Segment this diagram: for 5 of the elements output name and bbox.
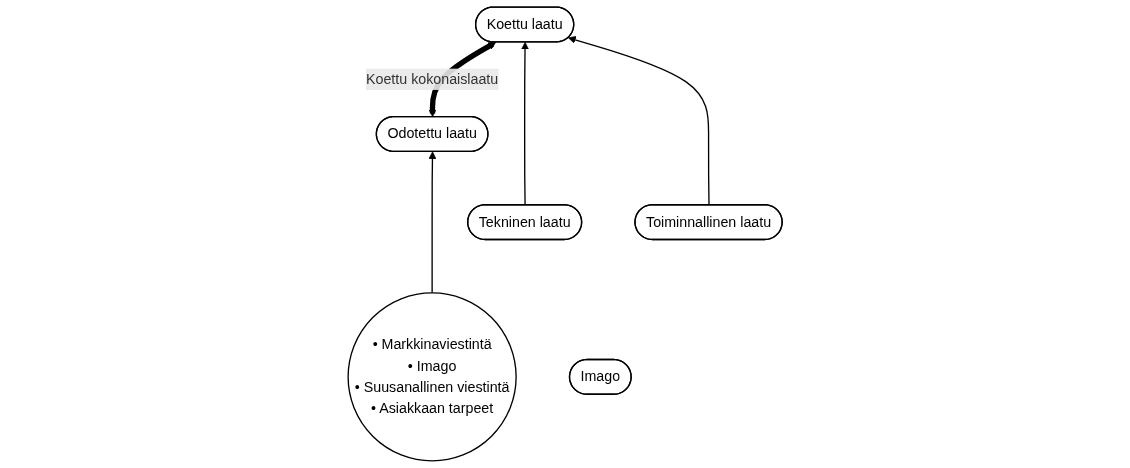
arrow xyxy=(521,41,529,206)
edge-label: Koettu kokonaislaatu xyxy=(365,71,499,87)
arrow xyxy=(428,151,437,294)
node-circle: • Markkinaviestintä • Imago • Suusanallinen viestintä • Asiakkaan tarpeet xyxy=(347,292,517,462)
arrow xyxy=(567,36,710,206)
